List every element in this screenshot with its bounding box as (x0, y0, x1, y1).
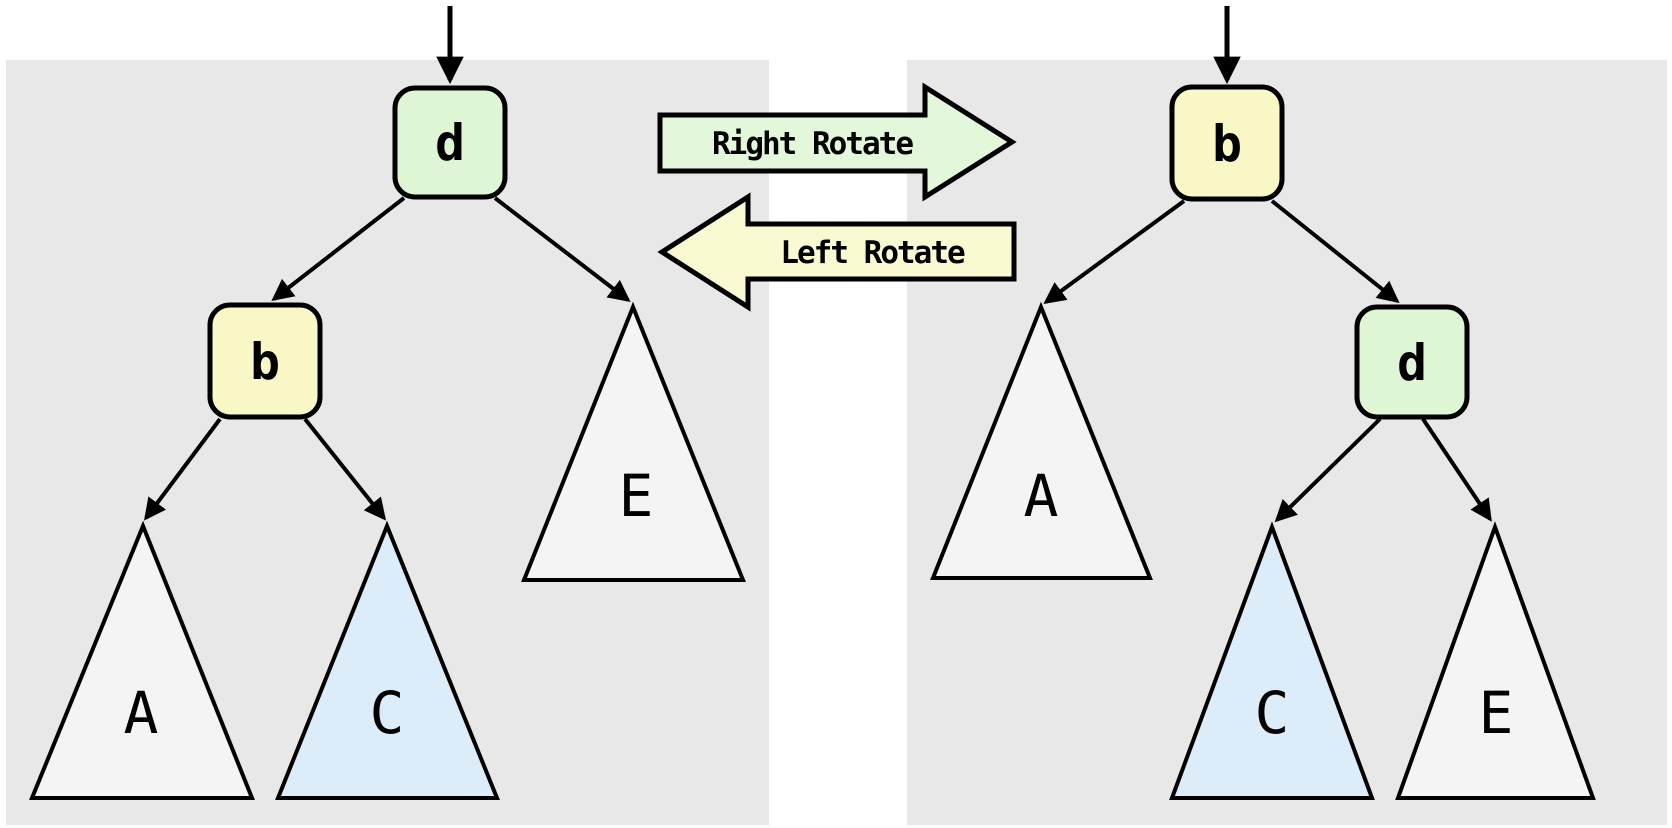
before-subtree-C-triangle (275, 520, 500, 800)
after-subtree-A-label: A (1024, 462, 1059, 530)
after-tree: b d A C E (930, 6, 1596, 800)
after-subtree-C-triangle (1169, 521, 1375, 800)
after-subtree-E-label: E (1479, 679, 1514, 747)
after-node-b-label: b (1212, 115, 1242, 173)
right-rotate-arrow-label: Right Rotate (712, 126, 913, 162)
after-subtree-E-triangle (1395, 521, 1596, 800)
before-subtree-E-label: E (619, 462, 654, 530)
after-subtree-C-label: C (1255, 679, 1290, 747)
before-node-d-label: d (435, 114, 465, 172)
left-rotate-arrow-label: Left Rotate (780, 235, 965, 271)
before-edge-left-child-to-subtree-C (303, 417, 387, 521)
right-rotate-arrow (657, 82, 1017, 202)
after-edge-root-to-subtree-A (1043, 199, 1186, 304)
after-node-d (1354, 304, 1470, 420)
left-rotate-arrow (657, 192, 1017, 312)
before-edge-root-to-subtree-E (493, 196, 631, 303)
before-edge-root-to-left-child (271, 196, 406, 302)
after-edge-right-child-to-subtree-E (1421, 417, 1492, 522)
before-subtree-A-triangle (29, 520, 255, 800)
before-node-b-label: b (250, 333, 280, 391)
before-subtree-E-triangle (521, 301, 746, 582)
before-edge-left-child-to-subtree-A (144, 417, 222, 521)
before-node-b (207, 302, 323, 420)
before-subtree-A-label: A (124, 679, 159, 747)
after-edge-root-to-right-child (1270, 199, 1400, 304)
after-subtree-A-triangle (930, 301, 1153, 580)
after-node-b (1169, 84, 1285, 202)
before-subtree-C-label: C (370, 679, 405, 747)
before-node-d (392, 85, 508, 200)
after-node-d-label: d (1397, 334, 1427, 392)
rotate-arrows: Right Rotate Left Rotate (657, 82, 1017, 312)
before-tree: d b E A C (29, 6, 746, 800)
after-edge-right-child-to-subtree-C (1274, 417, 1382, 523)
